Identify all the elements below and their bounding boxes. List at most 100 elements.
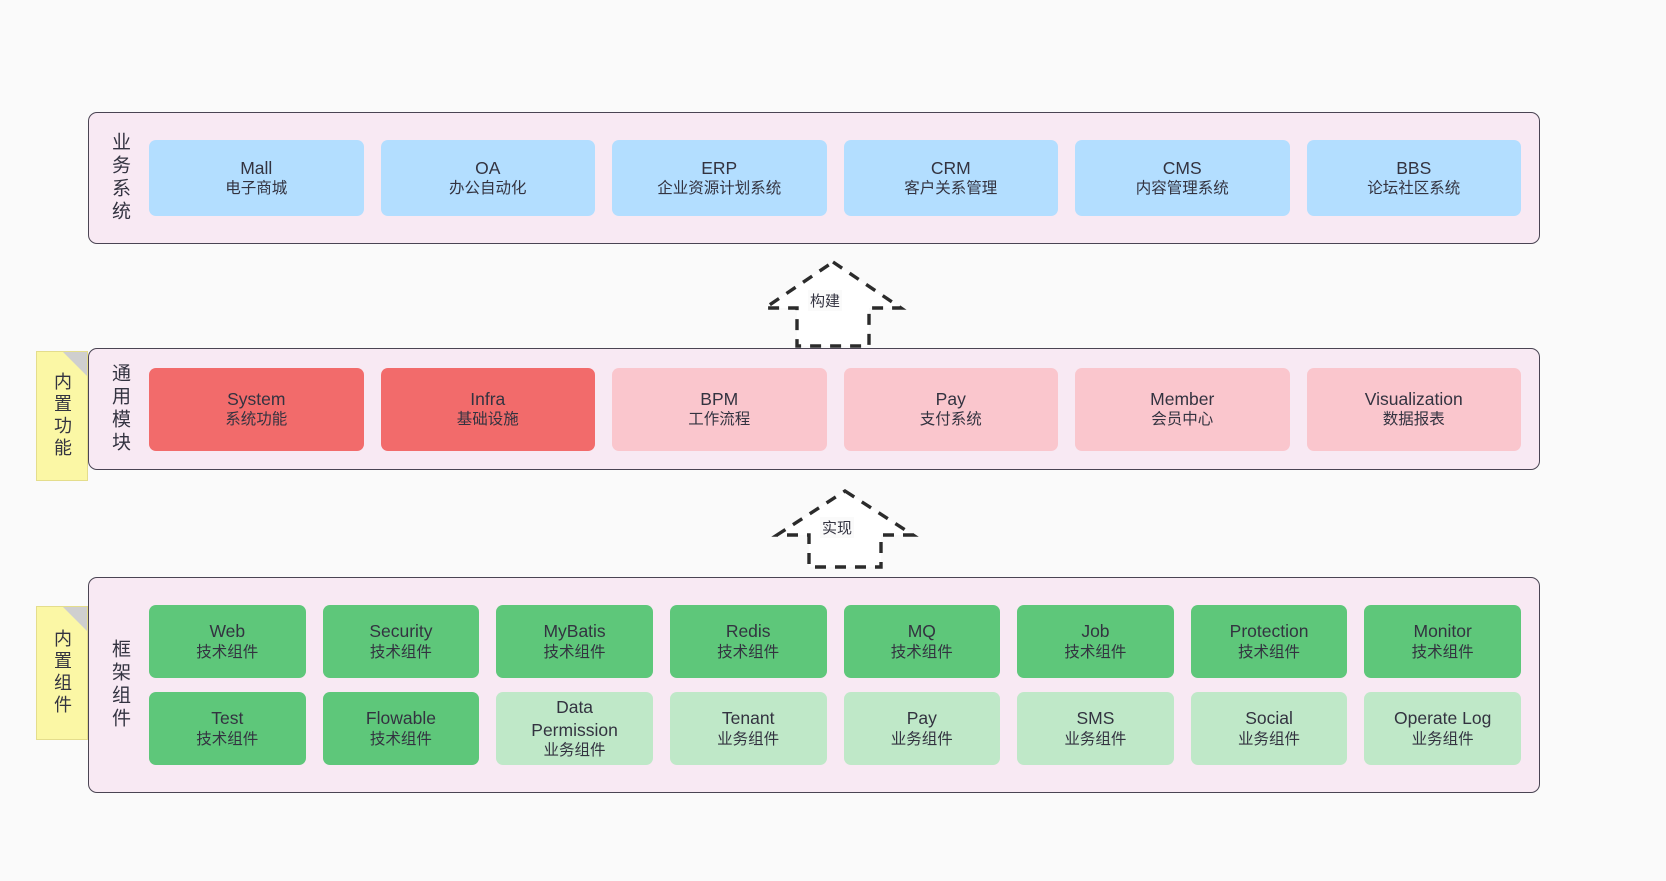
node-title: SMS bbox=[1076, 708, 1115, 729]
node-pay[interactable]: Pay 支付系统 bbox=[843, 367, 1058, 451]
layer-panel-framework-component[interactable]: 框架组件 Web 技术组件 Security 技术组件 MyBatis 技术组件… bbox=[88, 577, 1540, 793]
node-title: Monitor bbox=[1413, 621, 1472, 642]
node-mybatis[interactable]: MyBatis 技术组件 bbox=[496, 605, 653, 678]
node-title: Test bbox=[211, 708, 244, 729]
node-social[interactable]: Social 业务组件 bbox=[1190, 692, 1348, 765]
node-subtitle: 内容管理系统 bbox=[1135, 180, 1229, 198]
node-web[interactable]: Web 技术组件 bbox=[149, 605, 306, 678]
node-mall[interactable]: Mall 电子商城 bbox=[149, 140, 364, 216]
node-title: Web bbox=[209, 621, 246, 642]
node-subtitle: 业务组件 bbox=[717, 730, 780, 748]
node-title: Pay bbox=[935, 388, 966, 409]
node-bpm[interactable]: BPM 工作流程 bbox=[612, 367, 827, 451]
node-subtitle: 系统功能 bbox=[225, 411, 288, 429]
node-erp[interactable]: ERP 企业资源计划系统 bbox=[612, 140, 827, 216]
node-title: System bbox=[227, 388, 286, 409]
node-title: Data Permission bbox=[531, 697, 618, 740]
node-title: Security bbox=[369, 621, 433, 642]
node-operate-log[interactable]: Operate Log 业务组件 bbox=[1364, 692, 1521, 765]
node-title: ERP bbox=[701, 157, 738, 178]
node-subtitle: 办公自动化 bbox=[448, 180, 527, 198]
node-subtitle: 客户关系管理 bbox=[904, 180, 998, 198]
node-subtitle: 技术组件 bbox=[369, 643, 432, 661]
node-title: CRM bbox=[930, 157, 971, 178]
layer-title-common-module: 通用模块 bbox=[89, 349, 143, 469]
node-subtitle: 工作流程 bbox=[688, 411, 751, 429]
node-oa[interactable]: OA 办公自动化 bbox=[380, 140, 595, 216]
node-title: BBS bbox=[1396, 157, 1432, 178]
node-title: Tenant bbox=[721, 708, 775, 729]
layer-title-text: 框架组件 bbox=[108, 639, 130, 731]
node-subtitle: 技术组件 bbox=[369, 730, 432, 748]
node-subtitle: 企业资源计划系统 bbox=[657, 180, 782, 198]
node-mq[interactable]: MQ 技术组件 bbox=[843, 605, 1001, 678]
node-subtitle: 基础设施 bbox=[456, 411, 519, 429]
layer-body-common-module: System 系统功能 Infra 基础设施 BPM 工作流程 Pay 支付系统… bbox=[143, 349, 1539, 469]
node-title: Pay bbox=[906, 708, 937, 729]
node-security[interactable]: Security 技术组件 bbox=[322, 605, 480, 678]
node-title: CMS bbox=[1162, 157, 1202, 178]
node-subtitle: 技术组件 bbox=[1411, 643, 1474, 661]
node-protection[interactable]: Protection 技术组件 bbox=[1190, 605, 1348, 678]
node-crm[interactable]: CRM 客户关系管理 bbox=[843, 140, 1058, 216]
node-subtitle: 技术组件 bbox=[196, 643, 259, 661]
note-builtin-function[interactable]: 内置功能 bbox=[36, 351, 88, 481]
node-title: Redis bbox=[725, 621, 771, 642]
node-subtitle: 论坛社区系统 bbox=[1367, 180, 1461, 198]
node-cms[interactable]: CMS 内容管理系统 bbox=[1075, 140, 1290, 216]
node-subtitle: 技术组件 bbox=[196, 730, 259, 748]
node-subtitle: 业务组件 bbox=[1064, 730, 1127, 748]
layer-title-framework-component: 框架组件 bbox=[89, 578, 143, 792]
node-row: Mall 电子商城 OA 办公自动化 ERP 企业资源计划系统 CRM 客户关系… bbox=[149, 140, 1521, 216]
node-subtitle: 电子商城 bbox=[225, 180, 288, 198]
note-fold-corner-icon bbox=[63, 352, 87, 376]
node-title: BPM bbox=[700, 388, 739, 409]
node-job[interactable]: Job 技术组件 bbox=[1017, 605, 1174, 678]
layer-panel-business-system[interactable]: 业务系统 Mall 电子商城 OA 办公自动化 ERP 企业资源计划系统 CRM bbox=[88, 112, 1540, 244]
node-subtitle: 技术组件 bbox=[890, 643, 953, 661]
layer-body-business-system: Mall 电子商城 OA 办公自动化 ERP 企业资源计划系统 CRM 客户关系… bbox=[143, 113, 1539, 243]
node-title: Mall bbox=[240, 157, 273, 178]
node-visualization[interactable]: Visualization 数据报表 bbox=[1306, 367, 1521, 451]
node-subtitle: 业务组件 bbox=[890, 730, 953, 748]
node-subtitle: 会员中心 bbox=[1151, 411, 1214, 429]
node-subtitle: 业务组件 bbox=[543, 741, 606, 759]
connector-label-build: 构建 bbox=[808, 290, 843, 311]
node-flowable[interactable]: Flowable 技术组件 bbox=[322, 692, 480, 765]
node-bbs[interactable]: BBS 论坛社区系统 bbox=[1306, 140, 1521, 216]
node-monitor[interactable]: Monitor 技术组件 bbox=[1364, 605, 1521, 678]
node-title: Job bbox=[1081, 621, 1110, 642]
node-sms[interactable]: SMS 业务组件 bbox=[1017, 692, 1174, 765]
note-fold-corner-icon bbox=[63, 607, 87, 631]
node-subtitle: 技术组件 bbox=[717, 643, 780, 661]
note-label: 内置功能 bbox=[52, 372, 72, 460]
layer-title-text: 业务系统 bbox=[108, 132, 130, 224]
layer-panel-common-module[interactable]: 通用模块 System 系统功能 Infra 基础设施 BPM 工作流程 Pay bbox=[88, 348, 1540, 470]
layer-body-framework-component: Web 技术组件 Security 技术组件 MyBatis 技术组件 Redi… bbox=[143, 578, 1539, 792]
node-title: Infra bbox=[470, 388, 506, 409]
node-row: System 系统功能 Infra 基础设施 BPM 工作流程 Pay 支付系统… bbox=[149, 367, 1521, 451]
node-title: Visualization bbox=[1364, 388, 1463, 409]
node-subtitle: 技术组件 bbox=[1238, 643, 1301, 661]
node-tenant[interactable]: Tenant 业务组件 bbox=[669, 692, 827, 765]
note-label: 内置组件 bbox=[52, 629, 72, 717]
node-title: MQ bbox=[907, 621, 936, 642]
node-title: Protection bbox=[1229, 621, 1309, 642]
note-builtin-component[interactable]: 内置组件 bbox=[36, 606, 88, 740]
node-pay-component[interactable]: Pay 业务组件 bbox=[843, 692, 1001, 765]
connector-build: 构建 bbox=[758, 258, 908, 350]
node-row: Test 技术组件 Flowable 技术组件 Data Permission … bbox=[149, 692, 1521, 765]
node-title: MyBatis bbox=[543, 621, 606, 642]
node-system[interactable]: System 系统功能 bbox=[149, 367, 364, 451]
node-title: Social bbox=[1245, 708, 1293, 729]
node-redis[interactable]: Redis 技术组件 bbox=[669, 605, 827, 678]
node-infra[interactable]: Infra 基础设施 bbox=[380, 367, 595, 451]
layer-title-business-system: 业务系统 bbox=[89, 113, 143, 243]
node-subtitle: 技术组件 bbox=[543, 643, 606, 661]
node-data-permission[interactable]: Data Permission 业务组件 bbox=[496, 692, 653, 765]
node-row: Web 技术组件 Security 技术组件 MyBatis 技术组件 Redi… bbox=[149, 605, 1521, 678]
node-member[interactable]: Member 会员中心 bbox=[1075, 367, 1290, 451]
node-title: Flowable bbox=[365, 708, 436, 729]
layer-title-text: 通用模块 bbox=[108, 363, 130, 455]
node-test[interactable]: Test 技术组件 bbox=[149, 692, 306, 765]
